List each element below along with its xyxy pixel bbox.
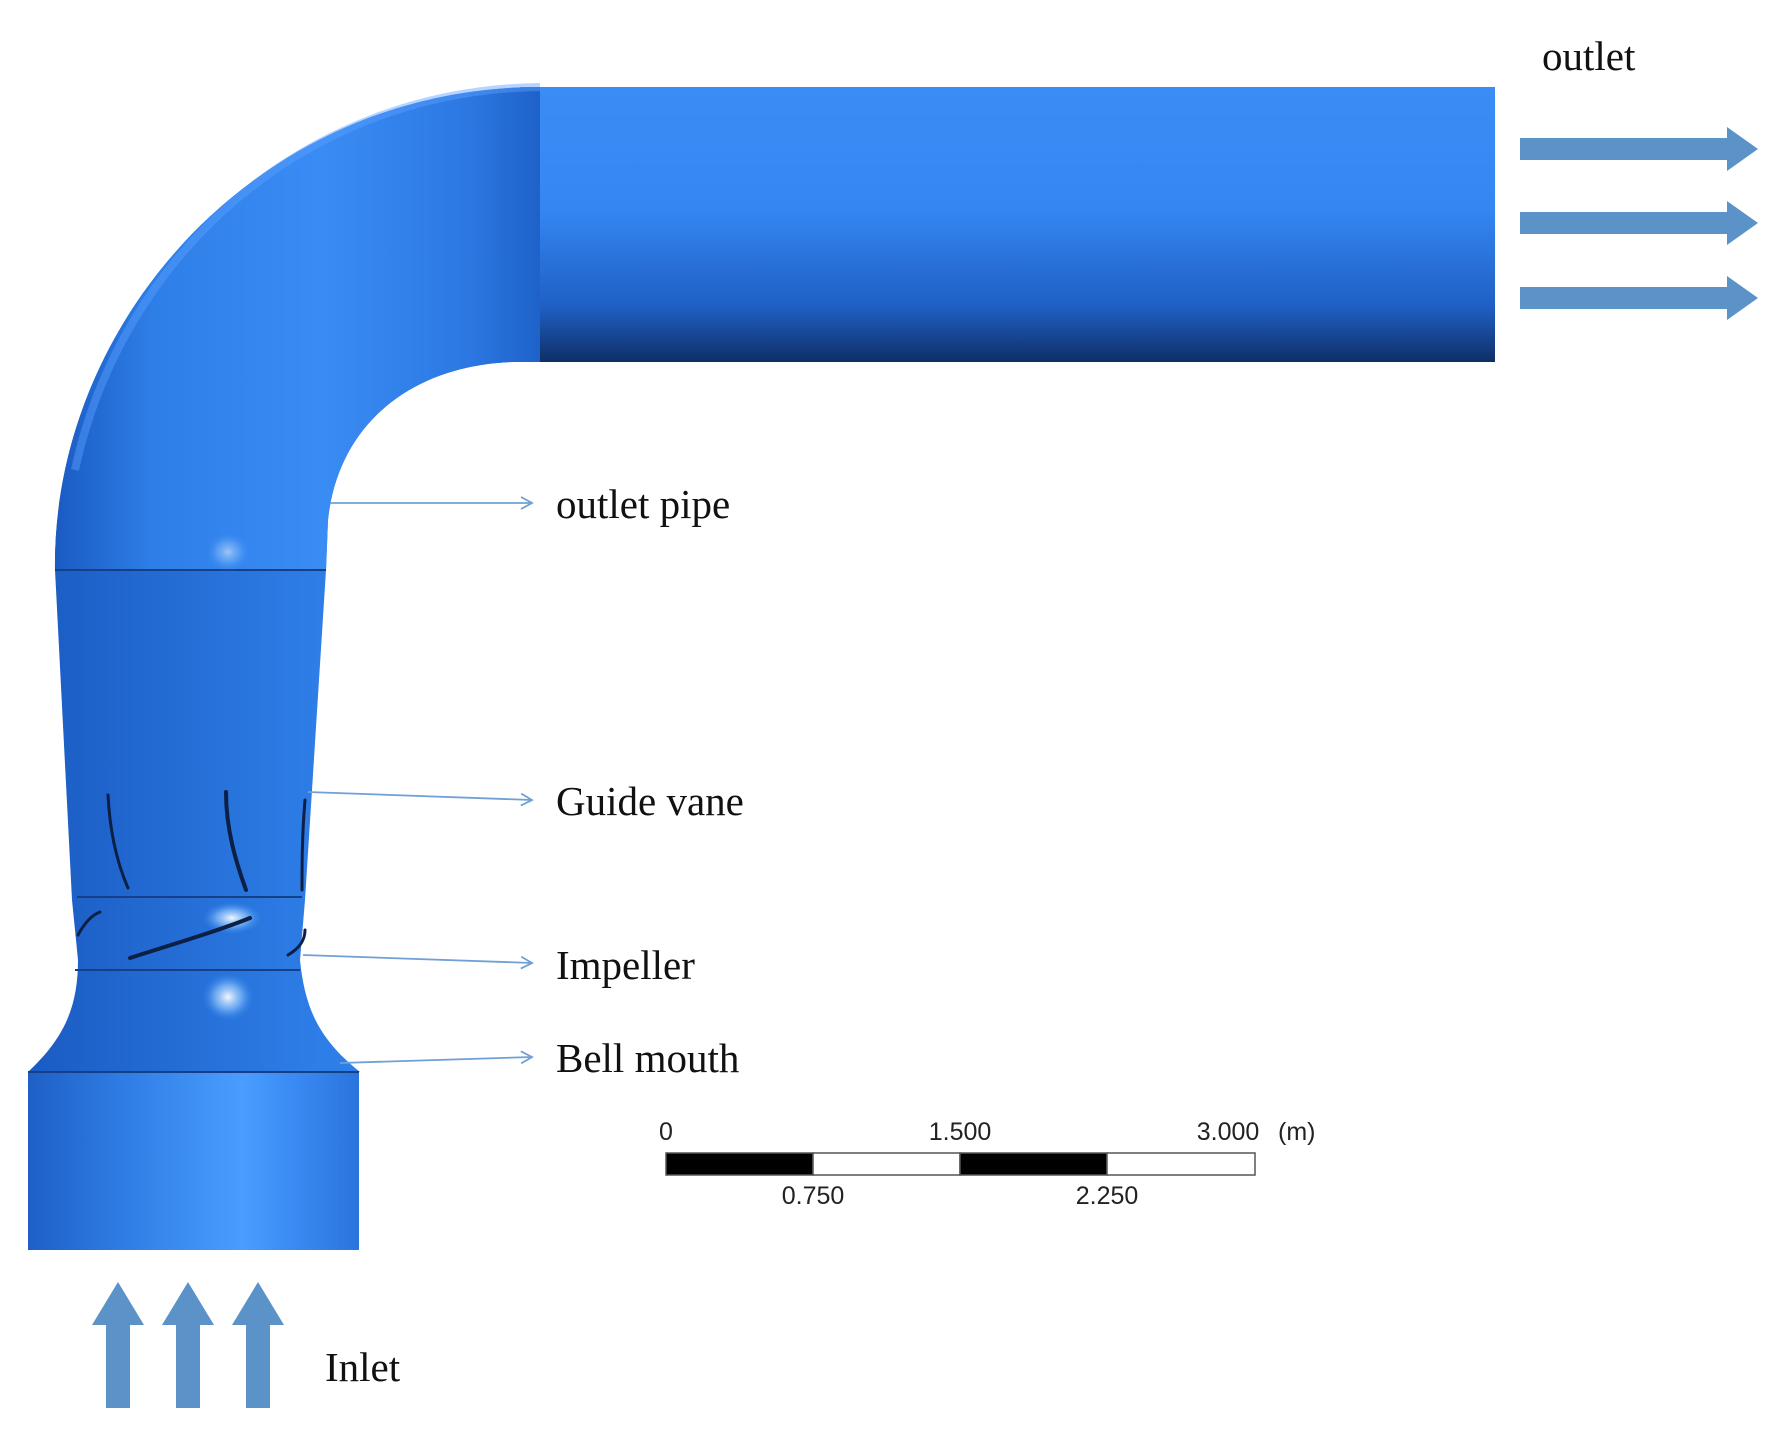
scale-segment-1 bbox=[665, 1152, 814, 1176]
scale-bar: 0 1.500 3.000 (m) 0.750 2.250 bbox=[659, 1118, 1315, 1210]
bend-section bbox=[54, 87, 540, 570]
scale-tick-0750: 0.750 bbox=[782, 1182, 845, 1210]
scale-tick-1500: 1.500 bbox=[929, 1118, 992, 1146]
leader-guide-vane bbox=[307, 791, 534, 807]
outlet-arrow-1 bbox=[1520, 127, 1758, 171]
scale-tick-0: 0 bbox=[659, 1118, 673, 1146]
outlet-arrow-3 bbox=[1520, 276, 1758, 320]
outlet-arrow-2 bbox=[1520, 201, 1758, 245]
scale-segment-4 bbox=[1106, 1152, 1256, 1176]
impeller-blades bbox=[76, 910, 307, 960]
scale-tick-3000: 3.000 bbox=[1197, 1118, 1260, 1146]
outlet-flow-arrows bbox=[1520, 127, 1758, 320]
scale-unit: (m) bbox=[1278, 1118, 1315, 1146]
label-outlet-pipe: outlet pipe bbox=[556, 481, 730, 527]
guide-vane-blades bbox=[106, 790, 307, 892]
leader-impeller bbox=[302, 954, 534, 970]
label-impeller: Impeller bbox=[556, 942, 695, 988]
inlet-cylinder bbox=[28, 1072, 359, 1250]
inlet-flow-arrows bbox=[92, 1282, 284, 1408]
leader-lines bbox=[302, 496, 534, 1065]
scale-tick-2250: 2.250 bbox=[1076, 1182, 1139, 1210]
scale-segment-3 bbox=[959, 1152, 1108, 1176]
inlet-arrow-2 bbox=[162, 1282, 214, 1408]
label-outlet: outlet bbox=[1542, 33, 1636, 79]
label-inlet: Inlet bbox=[325, 1344, 401, 1390]
inlet-arrow-1 bbox=[92, 1282, 144, 1408]
inlet-arrow-3 bbox=[232, 1282, 284, 1408]
scale-segment-2 bbox=[812, 1152, 961, 1176]
pump-body bbox=[28, 83, 1495, 1250]
label-bell-mouth: Bell mouth bbox=[556, 1035, 739, 1081]
leader-bell-mouth bbox=[339, 1050, 534, 1065]
outlet-pipe-horizontal bbox=[512, 87, 1495, 362]
label-guide-vane: Guide vane bbox=[556, 778, 744, 824]
